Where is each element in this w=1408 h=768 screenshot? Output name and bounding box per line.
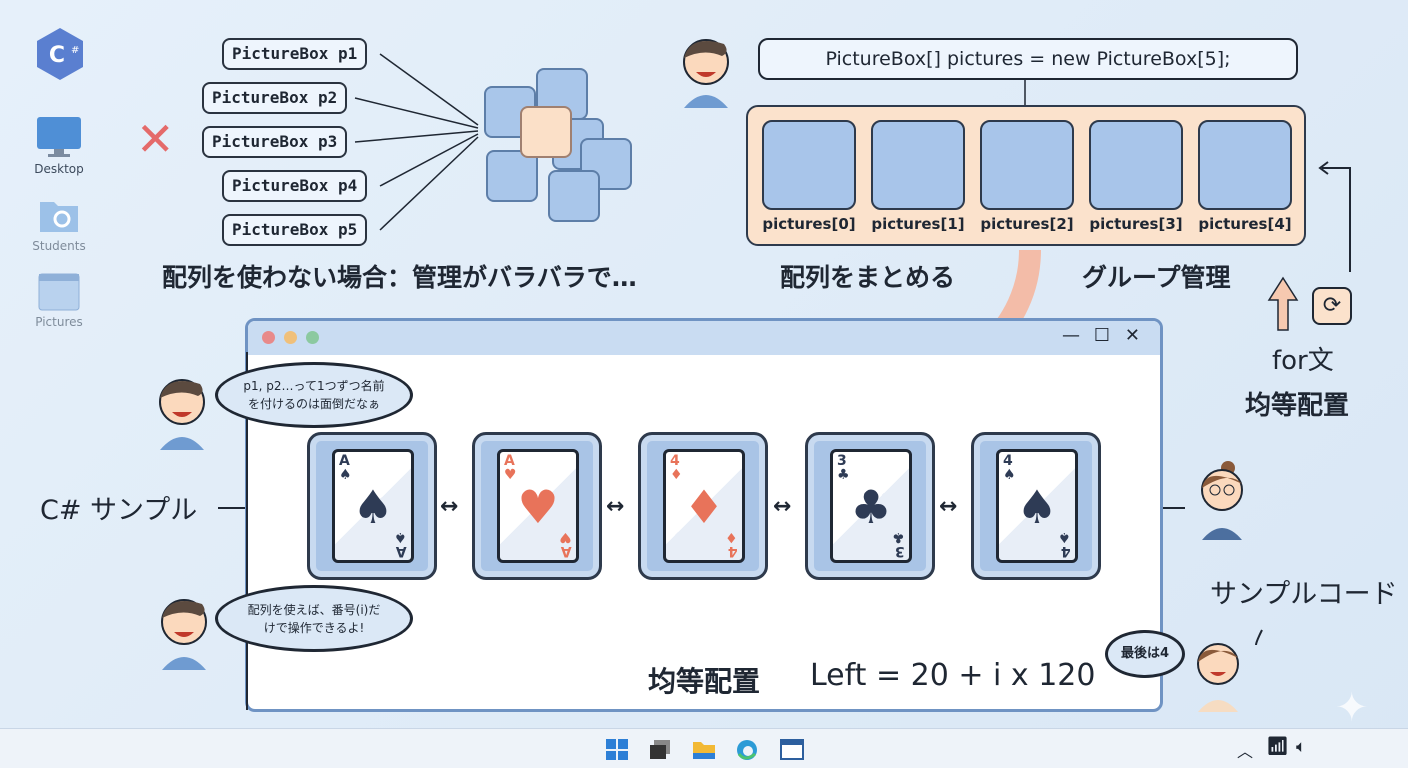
maximize-icon[interactable]: ☐ (1093, 325, 1110, 346)
double-arrow-icon: ↔ (939, 494, 958, 519)
picturebox-p4: PictureBox p4 (222, 170, 368, 202)
even-spacing-label: 均等配置 (1245, 391, 1350, 421)
card-rank-top: A♠ (339, 453, 352, 483)
slot-label: pictures[2] (980, 215, 1074, 233)
app-window-icon[interactable] (780, 738, 804, 760)
svg-text:#: # (71, 45, 79, 56)
card-rank-top: A♥ (504, 453, 517, 483)
close-dot[interactable] (262, 331, 275, 344)
playing-card: 4♠ ♠ 4♠ (996, 449, 1078, 563)
edge-icon[interactable] (735, 738, 759, 760)
chevron-up-icon[interactable]: ︿ (1237, 742, 1254, 761)
group-caption: グループ管理 (1082, 263, 1231, 292)
kid-character-icon (1180, 636, 1242, 712)
desktop-icon-label: Students (32, 239, 86, 253)
wifi-icon[interactable]: 📶︎ (1266, 736, 1289, 757)
array-slot (980, 120, 1074, 210)
monitor-icon (37, 117, 81, 157)
boy-character-icon (674, 28, 736, 108)
girl-character-icon (1190, 460, 1252, 540)
array-slot (1198, 120, 1292, 210)
picturebox-frame[interactable]: 3♣ ♣ 3♣ (805, 432, 935, 580)
card-suit-icon: ♦ (683, 480, 725, 534)
array-slot (762, 120, 856, 210)
sample-code-label: サンプルコード (1210, 579, 1398, 610)
playing-card: A♠ ♠ A♠ (332, 449, 414, 563)
desktop-icon-label: Pictures (35, 315, 83, 329)
speaker-icon[interactable]: 🔈︎ (1296, 737, 1307, 757)
error-x-icon: ✕ (136, 112, 175, 166)
slot-label: pictures[1] (871, 215, 965, 233)
playing-card: 3♣ ♣ 3♣ (830, 449, 912, 563)
title-bar: — ☐ ✕ (248, 321, 1160, 355)
array-slot (1089, 120, 1183, 210)
formula-label: Left = 20 + i x 120 (810, 658, 1096, 693)
csharp-sample-label: C# サンプル (40, 495, 198, 526)
double-arrow-icon: ↔ (606, 494, 625, 519)
picturebox-p1: PictureBox p1 (222, 38, 368, 70)
picturebox-frame[interactable]: A♠ ♠ A♠ (307, 432, 437, 580)
refresh-icon: ⟳ (1312, 287, 1352, 325)
spacing-label: 均等配置 (648, 665, 761, 698)
windows-start-icon[interactable] (605, 738, 629, 760)
card-suit-icon: ♣ (850, 480, 892, 534)
desktop-icon-desktop[interactable]: Desktop (28, 115, 90, 176)
maximize-dot[interactable] (306, 331, 319, 344)
minimize-dot[interactable] (284, 331, 297, 344)
boy-character-icon (150, 370, 212, 450)
picturebox-frame[interactable]: 4♠ ♠ 4♠ (971, 432, 1101, 580)
card-rank-top: 3♣ (837, 453, 850, 483)
card-rank-bottom: 3♣ (892, 529, 905, 559)
for-loop-label: for文 (1272, 346, 1334, 376)
playing-card: 4♦ ♦ 4♦ (663, 449, 745, 563)
card-rank-bottom: 4♦ (725, 529, 738, 559)
file-explorer-icon[interactable] (692, 738, 716, 760)
picturebox-p2: PictureBox p2 (202, 82, 348, 114)
window-icon (38, 273, 80, 311)
card-rank-bottom: A♥ (559, 529, 572, 559)
card-rank-top: 4♦ (670, 453, 683, 483)
desktop-icon-students[interactable]: Students (28, 196, 90, 253)
card-suit-icon: ♥ (517, 480, 559, 534)
double-arrow-icon: ↔ (440, 494, 459, 519)
card-rank-bottom: 4♠ (1058, 529, 1071, 559)
last-is-4-bubble: 最後は4 (1105, 630, 1185, 678)
playing-card: A♥ ♥ A♥ (497, 449, 579, 563)
sparkle-icon: ✦ (1335, 685, 1369, 731)
csharp-desktop-icon[interactable]: C# (34, 26, 86, 82)
minimize-icon[interactable]: — (1062, 325, 1080, 346)
boy-character-icon (152, 590, 214, 670)
desktop-icon-label: Desktop (34, 162, 84, 176)
slot-label: pictures[0] (762, 215, 856, 233)
task-view-icon[interactable] (648, 738, 672, 760)
picturebox-frame[interactable]: A♥ ♥ A♥ (472, 432, 602, 580)
picturebox-p3: PictureBox p3 (202, 126, 348, 158)
array-slot (871, 120, 965, 210)
slot-label: pictures[3] (1089, 215, 1183, 233)
picturebox-frame[interactable]: 4♦ ♦ 4♦ (638, 432, 768, 580)
left-panel-divider (246, 352, 248, 710)
close-icon[interactable]: ✕ (1124, 325, 1140, 346)
speech-bubble-top: p1, p2…って1つずつ名前を付けるのは面倒だなぁ (215, 362, 413, 428)
double-arrow-icon: ↔ (773, 494, 792, 519)
no-array-caption: 配列を使わない場合：管理がバラバラで… (162, 263, 637, 292)
code-bubble: PictureBox[] pictures = new PictureBox[5… (758, 38, 1298, 80)
svg-text:C: C (49, 43, 65, 68)
folder-gear-icon (40, 202, 78, 232)
card-suit-icon: ♠ (352, 480, 394, 534)
card-suit-icon: ♠ (1016, 480, 1058, 534)
slot-label: pictures[4] (1198, 215, 1292, 233)
speech-bubble-bottom: 配列を使えば、番号(i)だけで操作できるよ! (215, 585, 413, 652)
array-caption: 配列をまとめる (780, 263, 956, 292)
csharp-logo-icon: C# (37, 28, 83, 80)
card-rank-bottom: A♠ (394, 529, 407, 559)
desktop-icon-pictures[interactable]: Pictures (28, 272, 90, 329)
card-rank-top: 4♠ (1003, 453, 1016, 483)
picturebox-p5: PictureBox p5 (222, 214, 368, 246)
